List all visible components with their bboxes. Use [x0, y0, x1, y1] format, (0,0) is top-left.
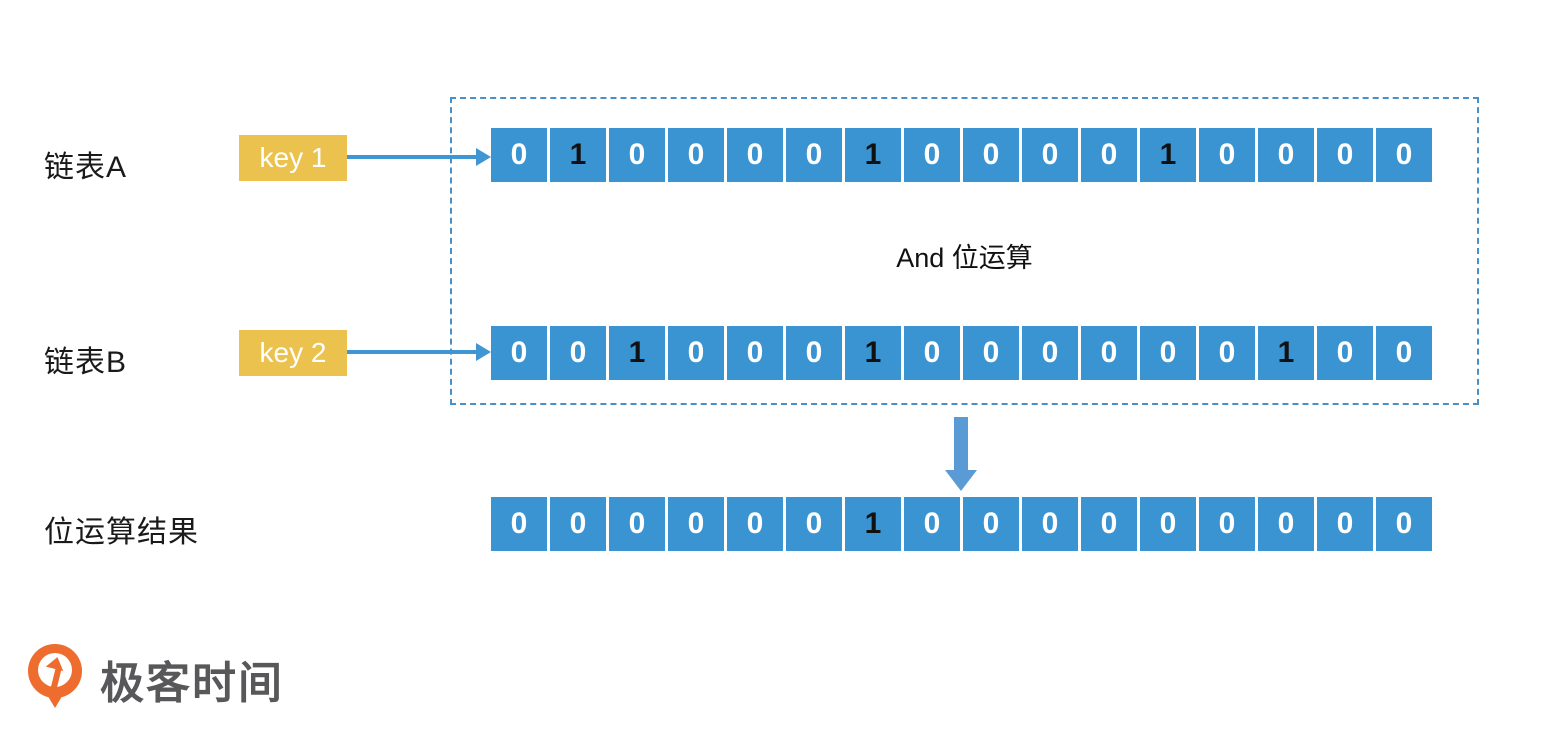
bit-cell: 0: [963, 128, 1019, 182]
bit-cell: 0: [609, 128, 665, 182]
bit-cell: 0: [1199, 326, 1255, 380]
bit-cell: 0: [727, 326, 783, 380]
bit-cell: 0: [1022, 128, 1078, 182]
bit-cell: 0: [1199, 128, 1255, 182]
bit-cell: 0: [491, 128, 547, 182]
logo-text: 极客时间: [100, 659, 284, 708]
bit-cell: 0: [491, 326, 547, 380]
key-1-box: key 1: [239, 135, 347, 181]
bit-cell: 0: [668, 326, 724, 380]
bit-cell: 0: [1081, 326, 1137, 380]
bit-cell: 1: [609, 326, 665, 380]
key-1-label: key 1: [259, 142, 327, 173]
bit-cell: 0: [668, 497, 724, 551]
key-2-label: key 2: [259, 337, 327, 368]
bit-cell: 0: [786, 497, 842, 551]
bit-cell: 0: [1022, 497, 1078, 551]
bit-cell: 0: [1258, 128, 1314, 182]
bit-cell: 0: [1081, 497, 1137, 551]
bit-cell: 0: [963, 497, 1019, 551]
bit-cell: 1: [845, 497, 901, 551]
row-a-label: 链表A: [44, 151, 128, 184]
bit-cell: 0: [609, 497, 665, 551]
bit-cell: 0: [786, 128, 842, 182]
operation-label: And 位运算: [896, 243, 1033, 273]
right-arrow-head-icon: [476, 343, 491, 361]
bit-cell: 0: [1376, 497, 1432, 551]
bit-cell: 1: [1140, 128, 1196, 182]
bit-cell: 0: [1199, 497, 1255, 551]
down-arrow-icon: [945, 417, 977, 492]
row-b-label: 链表B: [44, 346, 128, 379]
bit-cell: 0: [1081, 128, 1137, 182]
bit-cell: 0: [1376, 128, 1432, 182]
bit-cell: 0: [1258, 497, 1314, 551]
bit-cell: 0: [786, 326, 842, 380]
bit-cell: 0: [1140, 497, 1196, 551]
bit-cell: 1: [845, 128, 901, 182]
bit-cell: 0: [1022, 326, 1078, 380]
bit-cell: 0: [491, 497, 547, 551]
geektime-logo: 极客时间: [28, 644, 284, 714]
operation-group-border: [450, 97, 1479, 405]
result-row-label: 位运算结果: [44, 516, 199, 549]
key-2-box: key 2: [239, 330, 347, 376]
geektime-pin-icon: [28, 644, 84, 714]
bit-cell: 0: [904, 326, 960, 380]
bit-cell: 0: [1317, 497, 1373, 551]
bit-cell: 0: [1376, 326, 1432, 380]
right-arrow-head-icon: [476, 148, 491, 166]
bit-cell: 1: [550, 128, 606, 182]
bit-cell: 0: [550, 326, 606, 380]
bit-cell: 0: [963, 326, 1019, 380]
bit-cell: 0: [727, 128, 783, 182]
bit-cell: 0: [904, 497, 960, 551]
bit-cell: 0: [550, 497, 606, 551]
right-arrow-icon: [347, 148, 491, 166]
down-arrow-shaft: [954, 417, 968, 470]
bit-cell: 0: [1317, 128, 1373, 182]
bit-cell: 0: [668, 128, 724, 182]
bit-cell: 0: [1140, 326, 1196, 380]
bit-cell: 1: [845, 326, 901, 380]
right-arrow-icon: [347, 343, 491, 361]
down-arrow-head: [945, 470, 977, 491]
bit-cell: 0: [904, 128, 960, 182]
bit-cell: 0: [727, 497, 783, 551]
bit-cell: 1: [1258, 326, 1314, 380]
bit-cell: 0: [1317, 326, 1373, 380]
